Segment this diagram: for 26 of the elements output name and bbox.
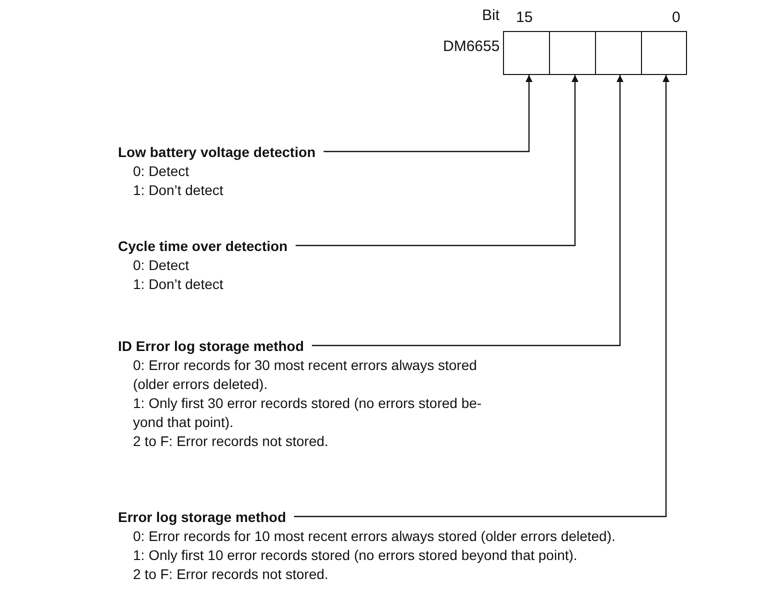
option-text: 2 to F: Error records not stored.	[133, 432, 330, 451]
option-text: 1: Don’t detect	[133, 275, 224, 294]
setting-heading: Cycle time over detection	[118, 237, 288, 256]
leader-line	[294, 75, 670, 518]
register-name: DM6655	[443, 38, 500, 55]
leader-line	[296, 75, 578, 246]
bit-number: 0	[672, 9, 680, 26]
leader-line	[324, 75, 532, 152]
setting-heading: Low battery voltage detection	[118, 143, 316, 162]
bit-cell	[503, 31, 550, 75]
setting-heading: Error log storage method	[118, 508, 286, 527]
bit-number: 15	[516, 9, 533, 26]
option-text: 0: Detect	[133, 162, 190, 181]
bit-cell	[595, 31, 642, 75]
option-text: 1: Only first 10 error records stored (no errors stored beyond that point).	[133, 546, 578, 565]
option-text: 0: Error records for 10 most recent errors always stored (older errors deleted).	[133, 527, 616, 546]
option-text: 1: Don’t detect	[133, 181, 224, 200]
setting-heading: ID Error log storage method	[118, 337, 304, 356]
option-text: 0: Error records for 30 most recent errors always stored (older errors deleted).	[133, 356, 478, 394]
bit-cell	[549, 31, 596, 75]
bit-number: Bit	[482, 7, 500, 24]
bit-cell	[641, 31, 687, 75]
leader-line	[312, 75, 624, 346]
option-text: 2 to F: Error records not stored.	[133, 565, 330, 584]
option-text: 1: Only first 30 error records stored (no errors stored be-yond that point).	[133, 394, 483, 432]
option-text: 0: Detect	[133, 256, 190, 275]
